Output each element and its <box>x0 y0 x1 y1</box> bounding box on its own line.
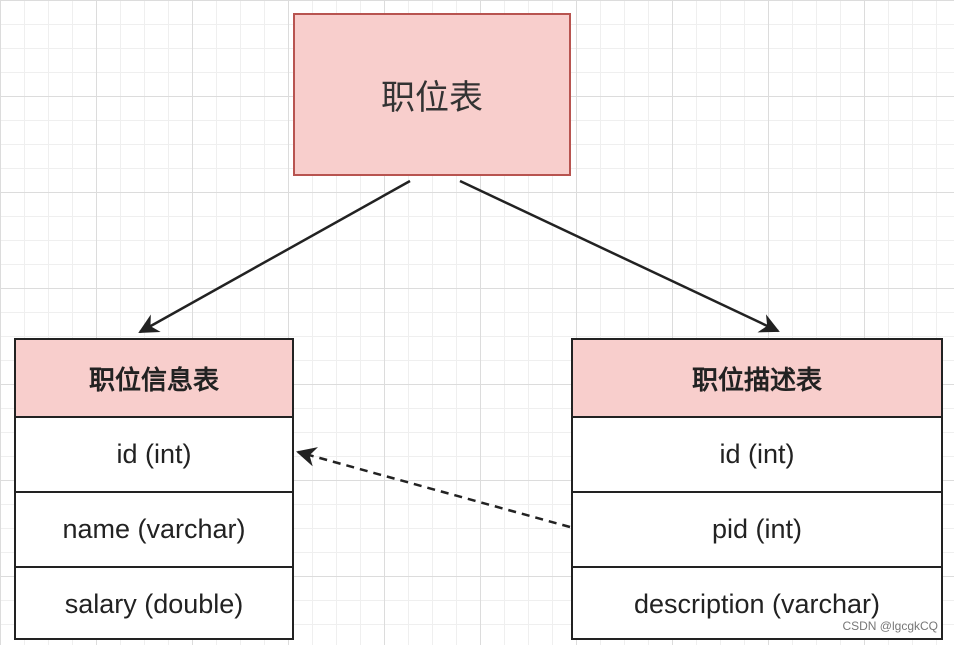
job-info-table-header: 职位信息表 <box>16 340 292 418</box>
edge-top-to-right <box>459 179 780 333</box>
job-info-field-name: name (varchar) <box>16 493 292 568</box>
edge-fk-pid-to-id <box>296 447 571 529</box>
job-desc-field-id: id (int) <box>573 418 941 493</box>
job-info-table: 职位信息表 id (int) name (varchar) salary (do… <box>14 338 294 640</box>
job-table-label: 职位表 <box>381 78 483 118</box>
job-desc-table: 职位描述表 id (int) pid (int) description (va… <box>571 338 943 640</box>
job-info-field-salary: salary (double) <box>64 589 244 619</box>
job-desc-field-description: description (varchar) <box>633 589 881 619</box>
job-table-node: 职位表 <box>293 13 571 176</box>
job-desc-field-pid: pid (int) <box>573 493 941 568</box>
edge-top-to-left <box>138 179 411 334</box>
watermark: CSDN @lgcgkCQ <box>842 619 938 633</box>
job-info-field-id: id (int) <box>16 418 292 493</box>
job-desc-table-header: 职位描述表 <box>573 340 941 418</box>
